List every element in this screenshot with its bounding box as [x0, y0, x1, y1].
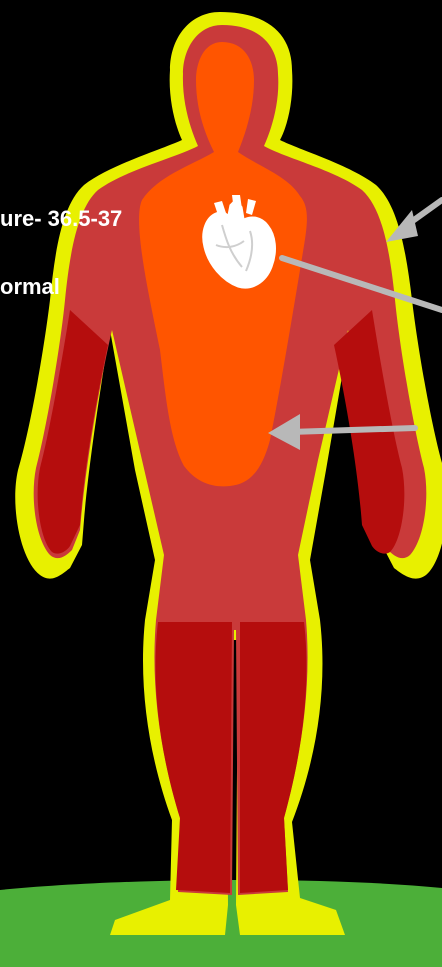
normal-label: ormal	[0, 274, 60, 300]
right-leg	[240, 622, 307, 893]
temperature-label: ure- 36.5-37	[0, 206, 122, 232]
arrow-core-line	[290, 428, 415, 432]
left-leg	[155, 622, 232, 893]
